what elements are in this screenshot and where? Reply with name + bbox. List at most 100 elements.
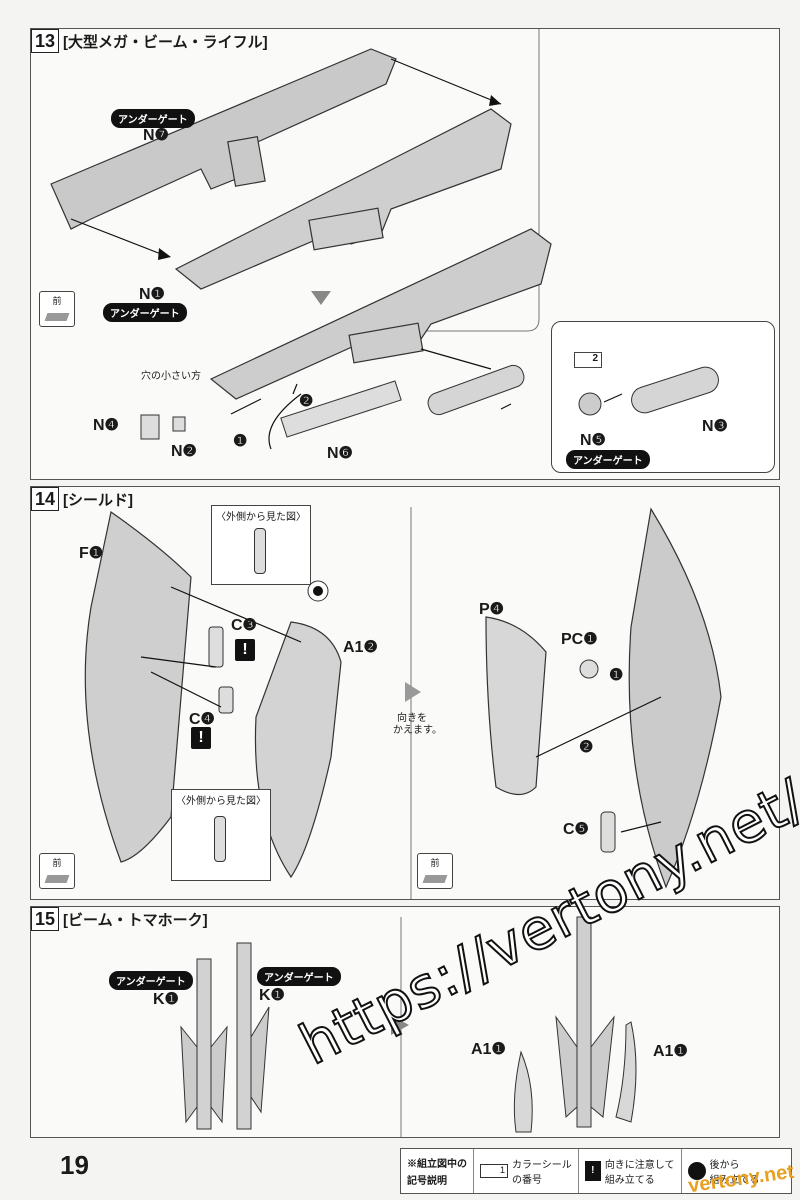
order-1-marker: ❶	[609, 667, 624, 684]
legend-title-line-2: 記号説明	[407, 1176, 447, 1187]
legend-sticker: 1 カラーシール の番号	[474, 1149, 579, 1193]
step-15-header: 15 [ビーム・トマホーク]	[31, 907, 208, 931]
outside-view-label: 〈外側から見た図〉	[216, 512, 306, 523]
shield-assembled-shape	[628, 507, 722, 889]
step-14-panel: 14 [シールド] F❶ A1❷ C❸ !	[30, 486, 780, 900]
part-n4-icon	[140, 414, 160, 440]
step-number: 14	[31, 487, 60, 511]
part-c4-icon	[218, 686, 234, 714]
later-label-line-1: 後から	[709, 1160, 740, 1171]
order-1-marker: ❶	[233, 433, 248, 450]
front-direction-icon: 前	[39, 291, 75, 327]
part-a11-left-shape	[513, 1050, 533, 1133]
part-a11-right-shape	[615, 1021, 637, 1123]
step-14-header: 14 [シールド]	[31, 487, 133, 511]
under-gate-label: アンダーゲート	[103, 303, 187, 322]
under-gate-label: アンダーゲート	[257, 967, 341, 986]
under-gate-label: アンダーゲート	[109, 971, 193, 990]
right-arrow-icon	[391, 1015, 409, 1035]
peg-side-view-icon	[254, 528, 266, 574]
rifle-assembly-illustration	[50, 29, 552, 450]
n5-n3-detail-inset: 2 N❸ N❺ アンダーゲート	[551, 321, 775, 473]
sticker-sample-number: 1	[499, 1165, 505, 1175]
tomahawk-illustration	[180, 916, 637, 1137]
part-label-a11: A1❶	[653, 1043, 688, 1060]
step-number: 15	[31, 907, 60, 931]
step-13-panel: 13 [大型メガ・ビーム・ライフル]	[30, 28, 780, 480]
down-arrow-icon	[311, 291, 331, 305]
part-label-a12: A1❷	[343, 639, 378, 656]
sticker-number-badge: 2	[574, 352, 602, 368]
caution-icon: !	[191, 727, 211, 749]
order-2-marker: ❷	[579, 739, 594, 756]
part-n2-icon	[172, 416, 186, 432]
part-a12-shape	[254, 621, 342, 879]
part-label-pc1: PC❶	[561, 631, 598, 648]
small-hole-note: 穴の小さい方	[141, 371, 201, 382]
part-n5-icon	[578, 392, 602, 416]
legend-title: ※組立図中の 記号説明	[401, 1149, 474, 1193]
part-label-n7: N❼	[143, 127, 169, 144]
front-label: 前	[52, 296, 62, 306]
outside-view-label: 〈外側から見た図〉	[176, 796, 266, 807]
symbol-legend: ※組立図中の 記号説明 1 カラーシール の番号 ! 向きに注意して 組み立てる…	[400, 1148, 792, 1194]
cap-assembly-illustration	[578, 366, 719, 416]
part-n3-icon	[427, 364, 525, 416]
part-label-n4: N❹	[93, 417, 119, 434]
handle-half-right-shape	[236, 942, 252, 1130]
step-title: [シールド]	[63, 491, 134, 509]
part-pc1-icon	[579, 659, 599, 679]
part-n3-icon	[631, 366, 719, 414]
later-label-line-2: 組み立てる	[709, 1175, 760, 1186]
part-label-a11: A1❶	[471, 1041, 506, 1058]
legend-caution: ! 向きに注意して 組み立てる	[579, 1149, 682, 1193]
sticker-label-line-2: の番号	[512, 1175, 542, 1186]
part-label-c5: C❺	[563, 821, 589, 838]
part-p4-shape	[485, 616, 547, 796]
handle-half-left-shape	[196, 958, 212, 1130]
part-label-c3: C❸	[231, 617, 257, 634]
caution-label-line-2: 組み立てる	[604, 1175, 655, 1186]
caution-label-line-1: 向きに注意して	[604, 1160, 675, 1171]
turn-arrow-icon	[405, 682, 421, 702]
order-2-marker: ❷	[299, 393, 314, 410]
rifle-upper-part	[50, 48, 397, 230]
peg-side-view-icon	[214, 816, 226, 862]
front-direction-icon: 前	[417, 853, 453, 889]
rifle-assembled	[209, 228, 552, 400]
rifle-lower-part	[174, 108, 512, 290]
step-15-panel: 15 [ビーム・トマホーク] アンダーゲート K❶ アンダーゲート K❶ A1❶…	[30, 906, 780, 1138]
legend-title-line-1: ※組立図中の	[407, 1159, 467, 1170]
shield-assembly-illustration	[84, 507, 722, 899]
step-title: [大型メガ・ビーム・ライフル]	[63, 33, 268, 51]
part-c5-icon	[600, 811, 616, 853]
part-label-n2: N❷	[171, 443, 197, 460]
part-f1-shape	[84, 510, 192, 863]
part-label-n6: N❻	[327, 445, 353, 462]
tomahawk-assembled-shape	[576, 916, 592, 1128]
legend-later: 後から 組み立てる	[682, 1149, 766, 1193]
outside-view-box-bottom: 〈外側から見た図〉	[171, 789, 271, 881]
part-label-n3: N❸	[702, 418, 728, 435]
part-label-n5: N❺	[580, 432, 606, 449]
turn-note-line-1: 向きを	[397, 713, 427, 724]
front-direction-icon: 前	[39, 853, 75, 889]
under-gate-label: アンダーゲート	[111, 109, 195, 128]
step-13-header: 13 [大型メガ・ビーム・ライフル]	[31, 29, 268, 53]
part-label-n1: N❶	[139, 286, 165, 303]
turn-note-line-2: かえます。	[393, 725, 442, 736]
page-number: 19	[60, 1150, 89, 1180]
sticker-number: 2	[592, 353, 598, 364]
step-title: [ビーム・トマホーク]	[63, 911, 208, 929]
caution-icon: !	[584, 1161, 601, 1181]
step-number: 13	[31, 29, 60, 53]
part-label-k1: K❶	[153, 991, 179, 1008]
later-assembly-icon	[687, 1162, 706, 1180]
sticker-icon: 1	[480, 1164, 508, 1178]
part-label-f1: F❶	[79, 545, 104, 562]
part-c3-icon	[208, 626, 224, 668]
part-n6-icon	[280, 380, 402, 438]
front-label: 前	[430, 858, 440, 868]
part-label-p4: P❹	[479, 601, 505, 618]
